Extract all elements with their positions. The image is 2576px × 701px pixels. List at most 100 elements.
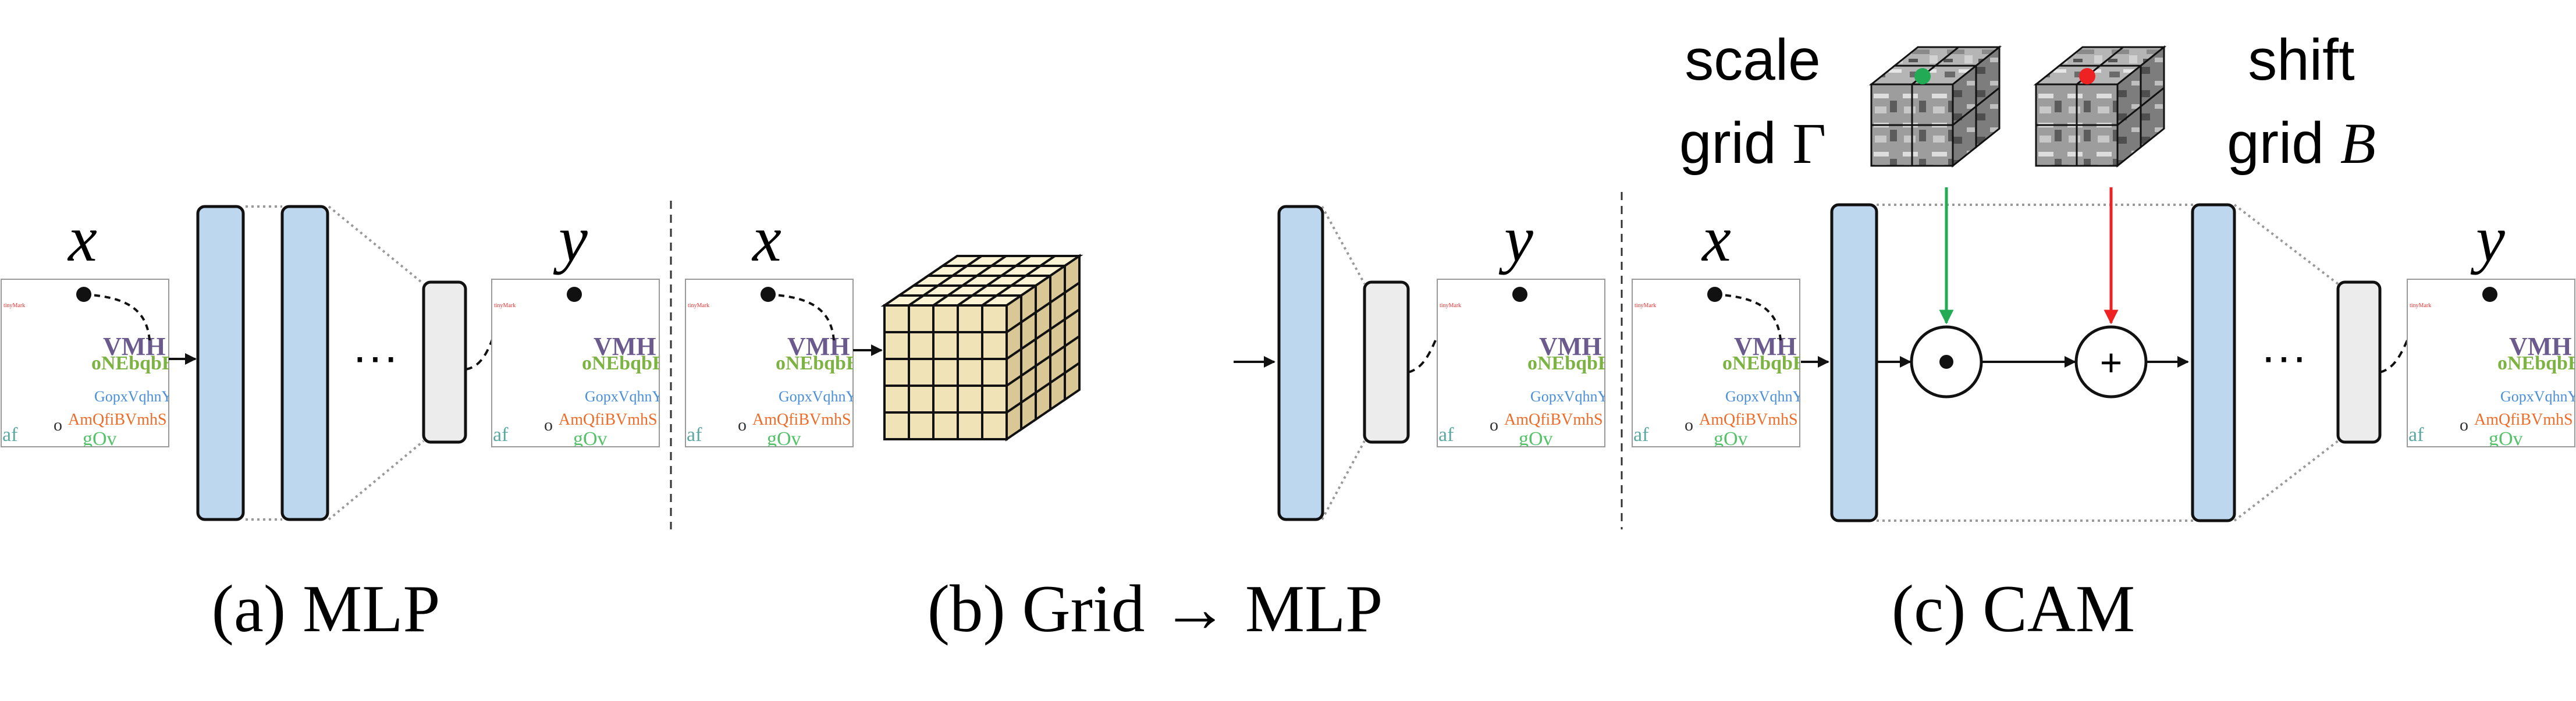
grid-cell xyxy=(932,411,959,440)
image-frame xyxy=(685,279,854,447)
panel-a-caption: (a) MLP xyxy=(212,572,440,646)
grid-cell xyxy=(908,304,935,333)
grid-cell xyxy=(1870,124,1913,167)
panel-b: x tinyMarkVMHoNEbqbEGopxVqhnYAmQfiBVmhSa… xyxy=(685,203,1611,646)
image-frame xyxy=(1437,279,1605,447)
thumbnail-text: GopxVqhnY xyxy=(585,388,663,405)
projection-line xyxy=(1321,206,1366,284)
grid-cell xyxy=(1870,83,1913,126)
panel-b-caption: (b) Grid → MLP xyxy=(928,572,1383,646)
thumbnail-text: o xyxy=(1685,415,1693,435)
projection-line xyxy=(328,205,425,285)
panel-b-output-var: y xyxy=(1498,203,1533,275)
mlp-output-layer xyxy=(1363,280,1410,444)
panel-c-input-var: x xyxy=(1701,203,1731,275)
grid-cell xyxy=(1911,83,1954,126)
thumbnail-text: gOv xyxy=(767,428,801,450)
thumbnail-text: o xyxy=(1490,415,1498,435)
thumbnail-text: VMH xyxy=(594,332,656,361)
grid-cell xyxy=(957,331,983,360)
panel-a: x tinyMarkVMHoNEbqbEGopxVqhnYAmQfiBVmhSa… xyxy=(1,203,666,646)
thumbnail-text: tinyMark xyxy=(2410,303,2431,309)
thumbnail-text: tinyMark xyxy=(688,303,709,309)
cam-layer xyxy=(1830,203,1878,522)
scale-grid-cube xyxy=(1868,45,2002,168)
grid-cell xyxy=(932,385,959,414)
mlp-layer xyxy=(280,205,329,521)
grid-cell xyxy=(2076,83,2119,126)
scale-grid-label-line2: grid Γ xyxy=(1679,111,1826,176)
thumbnail-text: af xyxy=(687,424,702,446)
grid-cell xyxy=(883,304,910,333)
thumbnail-text: AmQfiBVmhS xyxy=(1699,411,1798,429)
projection-line xyxy=(2233,440,2339,522)
thumbnail-text: GopxVqhnY xyxy=(94,388,173,405)
thumbnail-text: GopxVqhnY xyxy=(779,388,857,405)
thumbnail-text: af xyxy=(1633,424,1649,446)
thumbnail-text: o xyxy=(54,415,62,435)
panel-c-caption: (c) CAM xyxy=(1892,572,2135,646)
thumbnail-text: oNEbqbE xyxy=(582,353,666,374)
grid-cell xyxy=(2076,124,2119,167)
thumbnail-text: oNEbqbE xyxy=(91,353,175,374)
thumbnail-text: VMH xyxy=(787,332,850,361)
mlp-output-layer xyxy=(422,280,467,444)
scale-grid-label-line1: scale xyxy=(1685,27,1820,92)
grid-cell xyxy=(883,411,910,440)
grid-cell xyxy=(957,411,983,440)
grid-cell xyxy=(908,358,935,387)
shift-grid-cube xyxy=(2033,45,2167,168)
grid-cell xyxy=(908,385,935,414)
thumbnail-text: oNEbqbE xyxy=(2497,353,2576,374)
thumbnail-text: o xyxy=(2460,415,2468,435)
thumbnail-text: VMH xyxy=(103,332,166,361)
thumbnail-text: gOv xyxy=(83,428,117,450)
query-point-icon xyxy=(567,287,582,302)
grid-cell xyxy=(1911,124,1954,167)
mlp-layer xyxy=(196,205,245,521)
grid-cell xyxy=(2035,83,2078,126)
grid-cell xyxy=(981,304,1008,333)
thumbnail-text: AmQfiBVmhS xyxy=(752,411,851,429)
grid-cell xyxy=(2140,86,2165,150)
query-point-icon xyxy=(1512,287,1527,302)
panel-c-output-var: y xyxy=(2470,203,2505,275)
thumbnail-text: VMH xyxy=(1539,332,1602,361)
feature-grid-cube xyxy=(880,254,1083,442)
thumbnail-text: VMH xyxy=(1734,332,1797,361)
grid-cell xyxy=(981,331,1008,360)
thumbnail-text: gOv xyxy=(1714,428,1748,450)
sample-point-icon xyxy=(1914,68,1931,84)
grid-cell xyxy=(981,385,1008,414)
thumbnail-text: gOv xyxy=(1519,428,1553,450)
query-point-icon xyxy=(2482,287,2497,302)
grid-cell xyxy=(883,331,910,360)
panel-a-output-var: y xyxy=(553,203,588,275)
multiply-dot-icon xyxy=(1939,355,1953,369)
image-frame xyxy=(1632,279,1800,447)
panel-a-input-var: x xyxy=(67,203,97,275)
thumbnail-text: gOv xyxy=(573,428,607,450)
image-frame xyxy=(491,279,660,447)
thumbnail-text: oNEbqbE xyxy=(776,353,859,374)
thumbnail-text: oNEbqbE xyxy=(1722,353,1806,374)
projection-line xyxy=(2233,204,2339,285)
grid-cell xyxy=(981,358,1008,387)
thumbnail-text: oNEbqbE xyxy=(1527,353,1611,374)
thumbnail-text: gOv xyxy=(2489,428,2523,450)
thumbnail-text: af xyxy=(1438,424,1454,446)
grid-cell xyxy=(1064,361,1081,402)
thumbnail-text: af xyxy=(2408,424,2424,446)
thumbnail-text: AmQfiBVmhS xyxy=(2474,411,2573,429)
grid-cell xyxy=(932,358,959,387)
thumbnail-text: GopxVqhnY xyxy=(1530,388,1609,405)
image-frame xyxy=(1,279,169,447)
thumbnail-text: AmQfiBVmhS xyxy=(68,411,167,429)
